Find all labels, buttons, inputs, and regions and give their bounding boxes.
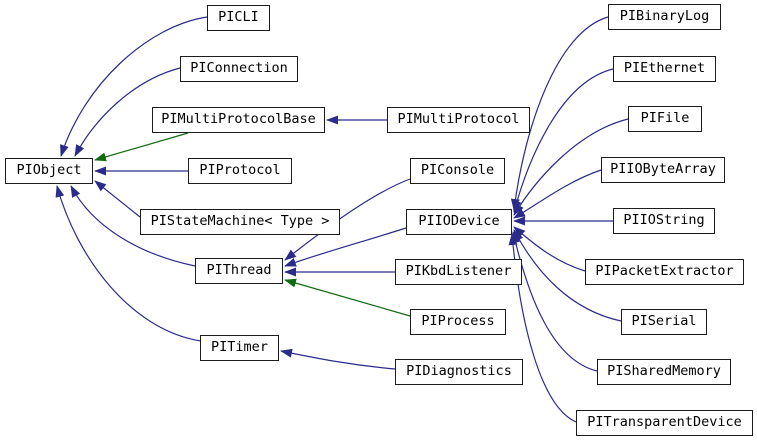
class-label-pistatemachine: PIStateMachine< Type > xyxy=(150,213,330,230)
class-label-piethernet: PIEthernet xyxy=(623,60,706,77)
edge-pistatemachine-to-piobject xyxy=(94,180,141,218)
class-node-piiostring[interactable]: PIIOString xyxy=(613,208,715,234)
edge-picli-to-piobject xyxy=(60,16,208,157)
edge-piserial-to-piiodevice xyxy=(513,229,622,322)
class-node-piprotocol[interactable]: PIProtocol xyxy=(188,158,292,184)
edge-pithread-to-piobject xyxy=(70,185,196,267)
class-node-pithread[interactable]: PIThread xyxy=(195,258,283,284)
class-node-piconnection[interactable]: PIConnection xyxy=(180,56,298,82)
class-label-piprotocol: PIProtocol xyxy=(199,162,281,179)
class-label-pimultiprotocol: PIMultiProtocol xyxy=(397,111,520,128)
class-node-pisharedmemory[interactable]: PISharedMemory xyxy=(597,359,731,385)
class-label-pidiagnostics: PIDiagnostics xyxy=(406,363,512,380)
class-label-piprocess: PIProcess xyxy=(421,313,495,330)
class-node-piiodevice[interactable]: PIIODevice xyxy=(406,209,512,235)
edge-pibinarylog-to-piiodevice xyxy=(510,16,609,211)
class-node-pimultiprotocol[interactable]: PIMultiProtocol xyxy=(387,107,530,133)
class-label-piconsole: PIConsole xyxy=(420,162,495,179)
edge-pimultiprotocolbase-to-piobject xyxy=(94,132,189,162)
class-label-piconnection: PIConnection xyxy=(190,60,288,77)
class-node-pipacketextractor[interactable]: PIPacketExtractor xyxy=(585,259,744,285)
class-label-piiodevice: PIIODevice xyxy=(418,213,500,230)
class-node-pitransparentdevice[interactable]: PITransparentDevice xyxy=(576,410,753,436)
edge-pifile-to-piiodevice xyxy=(513,118,629,216)
class-node-piiobytearray[interactable]: PIIOByteArray xyxy=(601,157,725,183)
class-label-pikbdlistener: PIKbdListener xyxy=(405,263,512,280)
edge-piprocess-to-pithread xyxy=(284,278,411,317)
class-label-pithread: PIThread xyxy=(206,262,272,279)
edge-pidiagnostics-to-pitimer xyxy=(280,348,396,370)
class-node-piprocess[interactable]: PIProcess xyxy=(410,309,506,335)
class-label-picli: PICLI xyxy=(218,9,259,26)
class-label-pibinarylog: PIBinaryLog xyxy=(619,8,710,25)
class-label-pisharedmemory: PISharedMemory xyxy=(607,363,721,380)
class-label-pifile: PIFile xyxy=(640,110,690,127)
class-node-pidiagnostics[interactable]: PIDiagnostics xyxy=(395,359,523,385)
edge-piiodevice-to-pithread xyxy=(284,227,407,267)
class-label-piobject: PIObject xyxy=(16,162,82,179)
class-node-piconsole[interactable]: PIConsole xyxy=(410,158,505,184)
class-node-piserial[interactable]: PISerial xyxy=(621,309,707,335)
class-node-piobject[interactable]: PIObject xyxy=(5,158,93,184)
class-label-piiostring: PIIOString xyxy=(623,212,705,229)
class-label-pimultiprotocolbase: PIMultiProtocolBase xyxy=(161,111,316,128)
class-node-pikbdlistener[interactable]: PIKbdListener xyxy=(395,259,522,285)
class-node-picli[interactable]: PICLI xyxy=(207,5,270,31)
class-node-pitimer[interactable]: PITimer xyxy=(200,335,279,361)
class-node-pibinarylog[interactable]: PIBinaryLog xyxy=(608,4,721,30)
class-node-pimultiprotocolbase[interactable]: PIMultiProtocolBase xyxy=(152,107,325,133)
class-label-pipacketextractor: PIPacketExtractor xyxy=(595,263,734,280)
class-node-piethernet[interactable]: PIEthernet xyxy=(613,56,716,82)
edge-piconnection-to-piobject xyxy=(74,67,181,157)
class-label-piiobytearray: PIIOByteArray xyxy=(610,161,716,178)
edge-pitimer-to-piobject xyxy=(55,185,202,342)
edge-pisharedmemory-to-piiodevice xyxy=(511,231,598,372)
class-node-pistatemachine[interactable]: PIStateMachine< Type > xyxy=(140,209,340,235)
edge-piconsole-to-pithread xyxy=(284,178,411,261)
class-label-pitimer: PITimer xyxy=(211,339,268,356)
edge-piiobytearray-to-piiodevice xyxy=(513,169,602,219)
class-label-piserial: PISerial xyxy=(631,313,697,330)
edge-piethernet-to-piiodevice xyxy=(512,68,614,213)
class-node-pifile[interactable]: PIFile xyxy=(628,106,702,132)
class-label-pitransparentdevice: PITransparentDevice xyxy=(587,414,742,431)
